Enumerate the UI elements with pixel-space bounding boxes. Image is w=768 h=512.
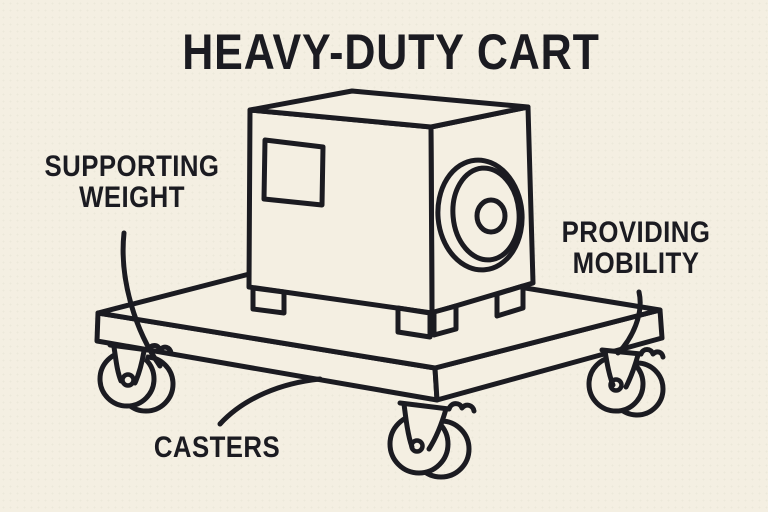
label-supporting-weight-line1: SUPPORTING	[44, 150, 220, 183]
caster-front-swivel	[446, 401, 477, 414]
box-speaker	[435, 157, 525, 273]
caster-right-hub	[608, 377, 624, 393]
caster-left-hub	[120, 372, 136, 388]
caster-left-fork-plate	[107, 342, 151, 353]
caster-left-swivel	[145, 343, 174, 356]
label-supporting-weight-line2: WEIGHT	[79, 181, 185, 214]
caster-right	[586, 347, 666, 418]
box-top-face	[247, 88, 531, 130]
page-title: HEAVY-DUTY CART	[182, 24, 600, 80]
label-supporting-weight: SUPPORTING WEIGHT	[12, 151, 253, 213]
caster-left-fork	[111, 344, 124, 384]
leader-supporting-weight	[120, 230, 163, 369]
caster-front-hub	[409, 438, 425, 454]
caster-front-fork-plate	[397, 400, 452, 412]
leader-lines	[120, 230, 643, 427]
leader-providing-mobility	[615, 289, 643, 356]
caster-left	[97, 342, 176, 414]
label-providing-mobility-line1: PROVIDING	[561, 216, 711, 249]
cart-box	[246, 88, 536, 340]
box-feet	[250, 283, 526, 340]
caster-front	[387, 400, 477, 480]
leader-casters	[217, 376, 323, 427]
box-panel	[261, 137, 326, 208]
caster-right-swivel	[638, 347, 666, 360]
label-providing-mobility-line2: MOBILITY	[572, 247, 700, 280]
label-casters: CASTERS	[153, 431, 281, 464]
label-providing-mobility: PROVIDING MOBILITY	[516, 217, 757, 279]
